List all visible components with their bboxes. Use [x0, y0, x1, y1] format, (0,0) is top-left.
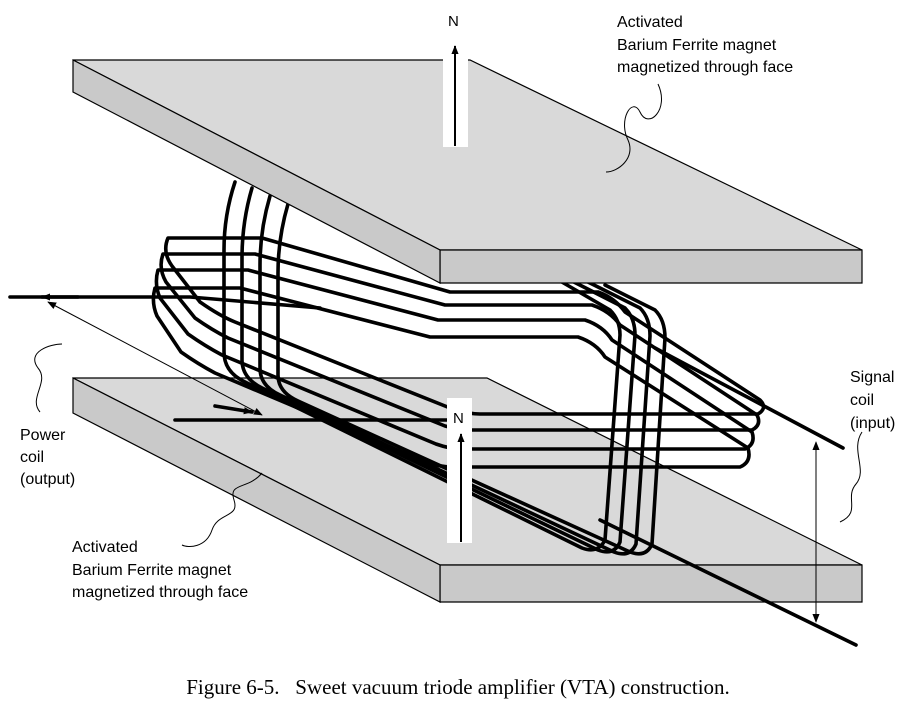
figure-caption: Figure 6-5. Sweet vacuum triode amplifie… [186, 675, 730, 699]
bottom-magnet-front-side [439, 564, 863, 603]
power-coil-right-lead [653, 346, 845, 450]
coil-windings [8, 180, 858, 647]
bottom-magnet-label: Activated Barium Ferrite magnet magnetiz… [72, 539, 248, 601]
signal-coil-leader [839, 431, 863, 523]
bottom-magnet-label-line-3: magnetized through face [72, 584, 248, 601]
bottom-magnet-label-line-1: Activated [72, 539, 138, 556]
bottom-pole-label: N [453, 410, 464, 427]
signal-coil-label-line-2: coil [850, 392, 874, 409]
top-magnet-label: Activated Barium Ferrite magnet magnetiz… [617, 14, 793, 76]
signal-coil-label-line-1: Signal [850, 369, 894, 386]
top-pole-arrow: N [443, 13, 468, 147]
power-coil-label: Power coil (output) [20, 427, 75, 488]
top-magnet [72, 59, 863, 284]
top-pole-label: N [448, 13, 459, 30]
power-coil-leader [34, 343, 63, 413]
signal-coil-right-lead [598, 518, 858, 647]
power-coil-span-arrow [47, 301, 263, 416]
power-coil-label-line-3: (output) [20, 471, 75, 488]
top-magnet-label-line-2: Barium Ferrite magnet [617, 37, 777, 54]
power-coil-label-line-1: Power [20, 427, 66, 444]
bottom-magnet-leader [181, 472, 263, 547]
signal-coil-label-line-3: (input) [850, 415, 895, 432]
top-magnet-leader [605, 83, 662, 173]
top-magnet-label-line-3: magnetized through face [617, 59, 793, 76]
power-coil-label-line-2: coil [20, 449, 44, 466]
signal-coil-label: Signal coil (input) [850, 369, 895, 432]
signal-coil-loop-2 [240, 186, 637, 554]
top-magnet-left-side [72, 59, 441, 284]
top-magnet-front-side [439, 249, 863, 284]
bottom-magnet-label-line-2: Barium Ferrite magnet [72, 562, 232, 579]
top-magnet-label-line-1: Activated [617, 14, 683, 31]
signal-coil-loop-1 [222, 180, 622, 552]
bottom-pole-arrow: N [447, 398, 472, 543]
